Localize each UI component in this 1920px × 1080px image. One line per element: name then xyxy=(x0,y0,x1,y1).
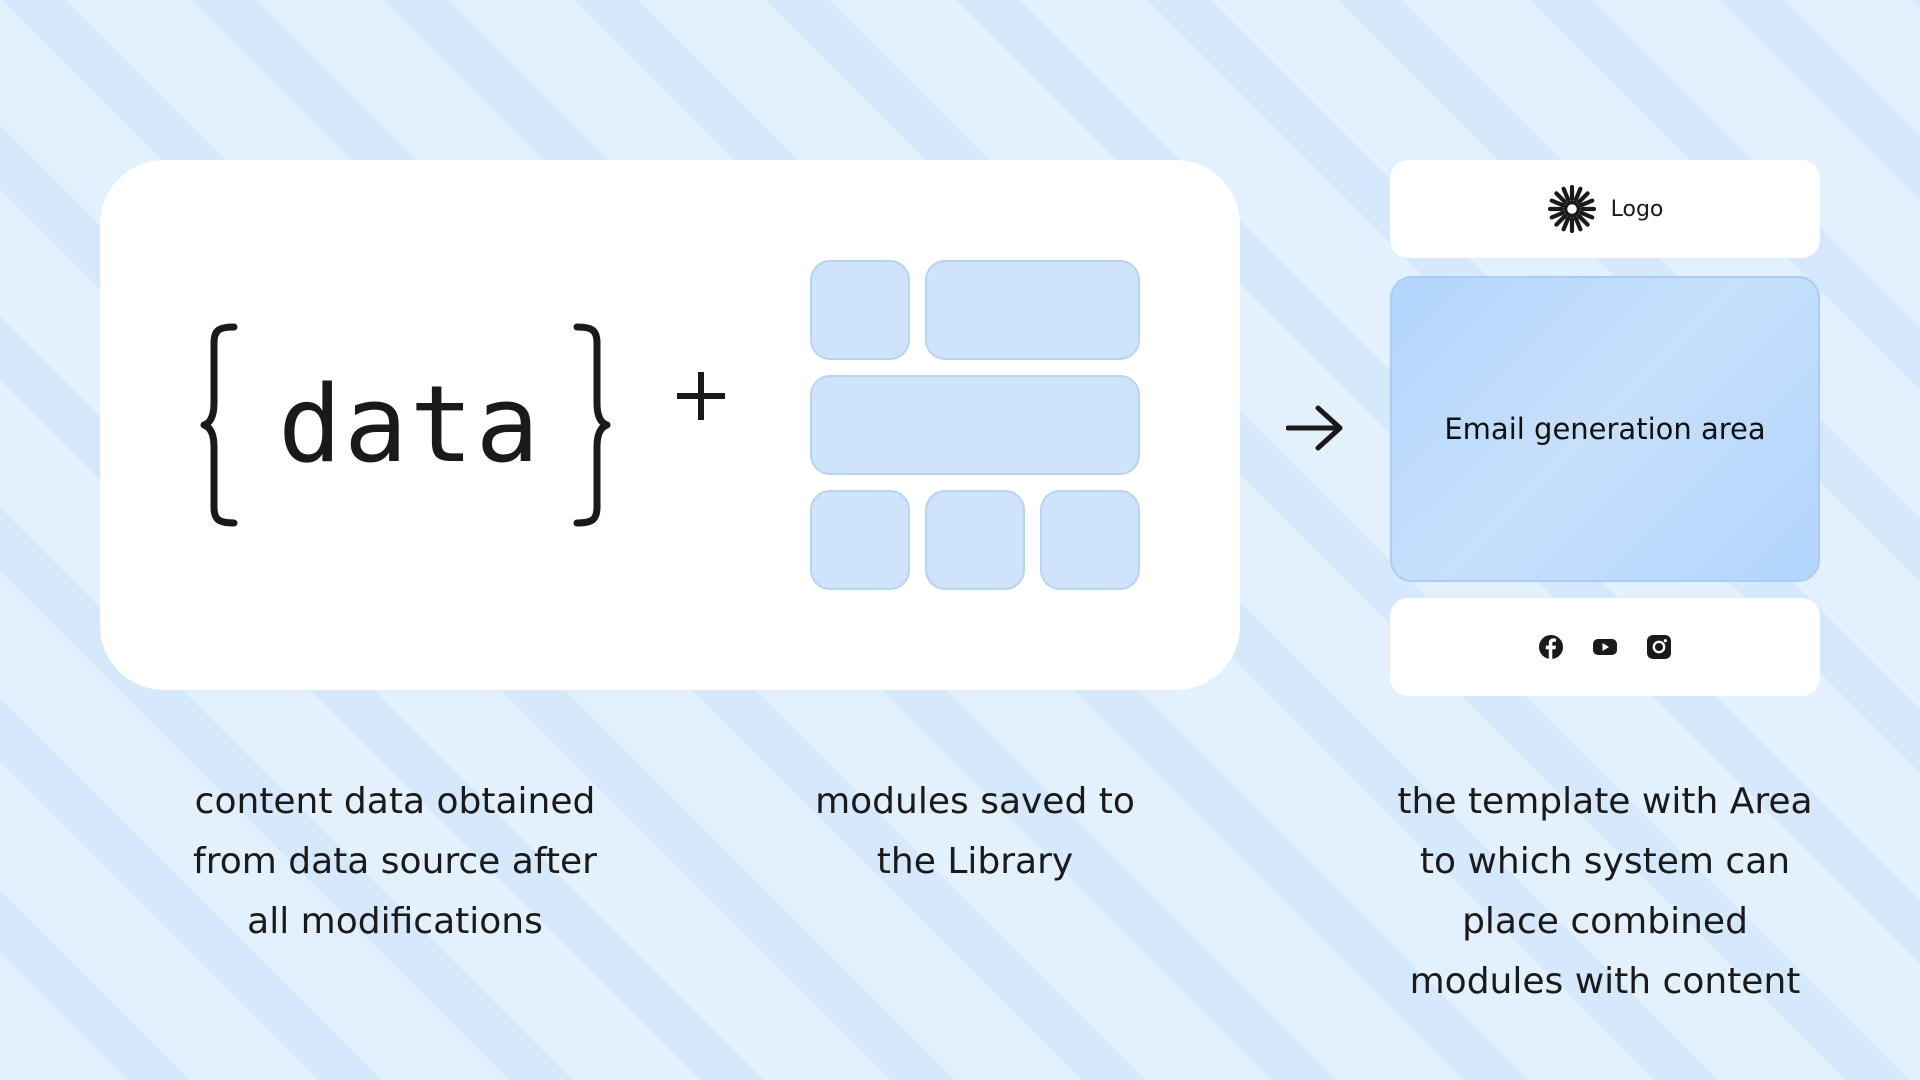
youtube-icon xyxy=(1593,639,1617,655)
caption-line: place combined xyxy=(1462,901,1748,942)
module-tile xyxy=(810,375,1140,475)
facebook-icon xyxy=(1539,635,1563,659)
left-brace-icon xyxy=(200,323,238,527)
data-word: data xyxy=(278,363,542,486)
logo-icon xyxy=(1547,184,1596,234)
caption-line: modules saved to xyxy=(815,781,1135,822)
module-tile xyxy=(925,260,1140,360)
template-footer xyxy=(1390,598,1820,696)
area-label: Email generation area xyxy=(1444,412,1766,446)
source-card: data xyxy=(100,160,1240,690)
right-brace-icon xyxy=(573,323,611,527)
caption-template: the template with Area to which system c… xyxy=(1350,772,1860,1012)
caption-content-data: content data obtained from data source a… xyxy=(150,772,640,952)
caption-line: the Library xyxy=(876,841,1074,882)
email-generation-area: Email generation area xyxy=(1390,276,1820,582)
caption-line: content data obtained xyxy=(194,781,596,822)
instagram-icon xyxy=(1647,635,1671,659)
template-header: Logo xyxy=(1390,160,1820,258)
module-tile xyxy=(810,490,910,590)
module-library-grid xyxy=(810,260,1140,590)
caption-line: to which system can xyxy=(1419,841,1791,882)
caption-line: from data source after xyxy=(193,841,597,882)
caption-modules: modules saved to the Library xyxy=(730,772,1220,892)
data-placeholder: data xyxy=(200,323,611,527)
plus-icon xyxy=(677,372,725,420)
caption-line: modules with content xyxy=(1409,961,1801,1002)
caption-line: the template with Area xyxy=(1397,781,1813,822)
arrow-right-icon xyxy=(1286,405,1343,451)
module-tile xyxy=(810,260,910,360)
logo-label: Logo xyxy=(1610,196,1664,222)
module-tile xyxy=(925,490,1025,590)
caption-line: all modifications xyxy=(247,901,543,942)
module-tile xyxy=(1040,490,1140,590)
